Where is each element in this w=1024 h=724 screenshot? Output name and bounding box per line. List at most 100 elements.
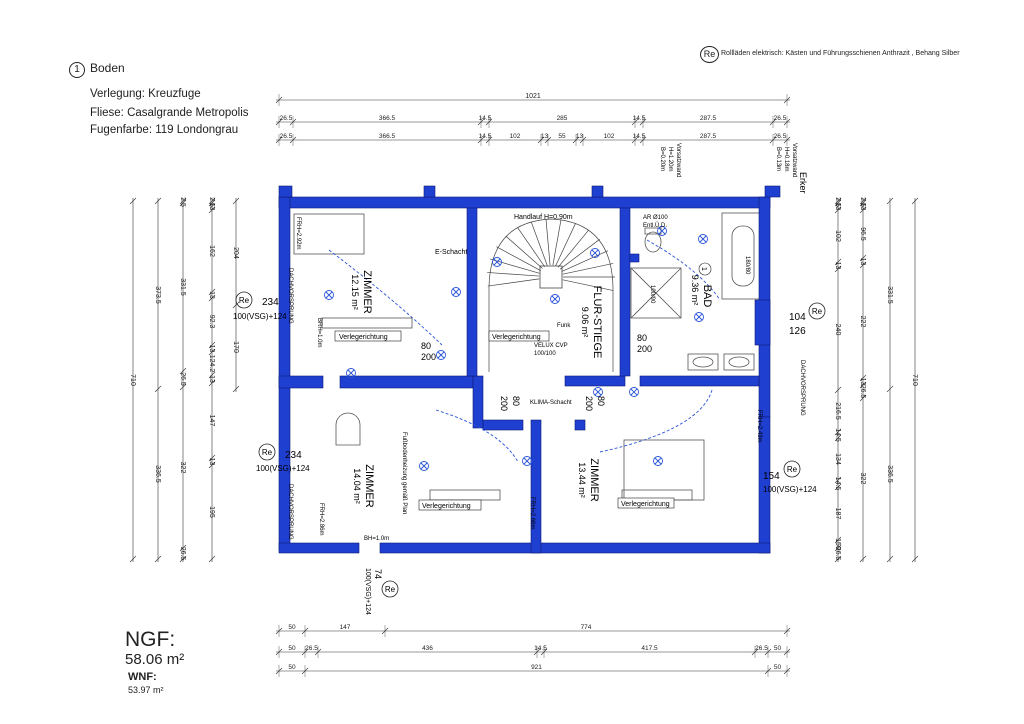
vorsatzwand-2-label: Vorsatzwand — [791, 143, 797, 177]
window-width: 74 — [373, 569, 383, 579]
washbasin-bowl-right — [728, 356, 750, 368]
dim-label: 147 — [340, 624, 351, 631]
dim-label: 124.2 — [208, 355, 215, 373]
dim-label: 216.5 — [834, 402, 841, 420]
wall-segment — [564, 375, 626, 387]
dim-label: 14.5 — [534, 645, 547, 652]
dim-label: 710 — [911, 374, 918, 386]
dim-label: 26.5 — [774, 133, 787, 140]
window-width: 234 — [262, 297, 279, 308]
stair-tread — [490, 258, 540, 274]
ceiling-light-symbol — [593, 387, 603, 397]
wnf-value: 53.97 m² — [128, 685, 164, 695]
window-re-badge — [808, 302, 826, 320]
dim-label: 14.5 — [834, 428, 841, 442]
dim-tick — [834, 197, 842, 205]
dim-tick — [886, 555, 894, 563]
note-verlegung: Verlegung: Kreuzfuge — [90, 88, 201, 100]
tag-box — [418, 499, 482, 511]
window-re-badge — [381, 580, 399, 598]
dim-label: 26.5 — [179, 372, 186, 386]
dim-tick — [208, 294, 216, 302]
dim-label: 14.5 — [633, 115, 646, 122]
verlegerichtung-3: Verlegerichtung — [418, 499, 482, 511]
ngf-value: 58.06 m² — [125, 651, 185, 668]
wall-segment — [278, 196, 771, 209]
room-zimmer-3: ZIMMER 14.04 m² — [352, 464, 375, 507]
dim-tick — [232, 385, 240, 393]
dim-tick — [859, 254, 867, 262]
dim-tick — [154, 555, 162, 563]
dim-tick — [208, 555, 216, 563]
dim-label: 13 — [541, 133, 549, 140]
light-cross — [594, 388, 602, 396]
dim-label: 26.5 — [179, 547, 186, 561]
ceiling-light-symbol — [346, 368, 356, 378]
wall-segment — [278, 185, 293, 198]
light-cross — [695, 313, 703, 321]
dachvorsprung-left-bottom: DACHVORSPRUNG — [287, 484, 293, 540]
dim-tick — [179, 367, 187, 375]
wall-segment — [278, 542, 360, 554]
dim-label: 2.5 — [179, 197, 186, 207]
ceiling-light-symbol — [698, 234, 708, 244]
dim-label: 13 — [859, 203, 866, 211]
room-bad: 1 BAD 9.36 m² — [690, 262, 713, 307]
dim-label: 26.5 — [280, 133, 293, 140]
dim-tick — [859, 199, 867, 207]
room-name: FLUR-STIEGE — [591, 286, 603, 359]
furniture-zimmer3 — [429, 489, 501, 501]
stair-tread — [517, 227, 546, 267]
dim-tick — [911, 555, 919, 563]
dim-label: 102 — [604, 133, 615, 140]
dim-label: 13 — [834, 203, 841, 211]
wall-segment — [764, 185, 781, 198]
dim-tick — [154, 197, 162, 205]
fixtures — [293, 212, 763, 501]
door-width: 80 — [596, 396, 606, 406]
dim-label: 14.5 — [633, 133, 646, 140]
vorsatzwand-b: B=0.20m — [659, 147, 665, 171]
dim-tick — [208, 341, 216, 349]
window-sub: 100(VSG)+124 — [763, 485, 817, 494]
dim-label: 26.5 — [280, 115, 293, 122]
dim-label: 147 — [208, 415, 215, 427]
dim-label: 13 — [208, 345, 215, 353]
bathtub-basin — [731, 225, 755, 287]
dim-label: 331.5 — [886, 286, 893, 304]
wall-segment — [278, 375, 324, 389]
room-area: 13.44 m² — [577, 462, 587, 498]
dim-tick — [834, 483, 842, 491]
window-zimmer-r: Re 154 100(VSG)+124 — [763, 460, 817, 494]
dim-label: 13 — [859, 258, 866, 266]
dim-label: 436 — [422, 645, 433, 652]
dim-label: 331.5 — [179, 278, 186, 296]
light-cross — [523, 457, 531, 465]
vorsatzwand-h: H=1.20m — [667, 147, 673, 172]
door-height: 200 — [421, 352, 436, 362]
window-re-symbol: Re — [385, 585, 396, 594]
dim-label: 13 — [859, 378, 866, 386]
tag-text: Verlegerichtung — [422, 503, 471, 510]
dim-tick — [834, 544, 842, 552]
wall-segment — [482, 419, 524, 431]
dim-label: 14.5 — [479, 115, 492, 122]
dim-tick — [129, 555, 137, 563]
wall-segment — [629, 253, 640, 263]
window-sub: 100(VSG)+124 — [233, 312, 287, 321]
dim-tick — [834, 258, 842, 266]
dim-label: 50 — [288, 645, 296, 652]
stair-tread — [562, 263, 614, 275]
walls — [278, 185, 781, 554]
wall-segment — [574, 419, 586, 431]
light-cross — [630, 388, 638, 396]
dim-tick — [859, 381, 867, 389]
electrical-symbols — [324, 226, 721, 471]
door-zimmer-r: 80 200 — [584, 396, 606, 411]
tub-size: 100/90 — [649, 285, 655, 304]
window-width: 154 — [763, 471, 780, 482]
dim-tick — [834, 476, 842, 484]
door-width: 80 — [421, 341, 431, 351]
ceiling-light-symbol — [492, 257, 502, 267]
